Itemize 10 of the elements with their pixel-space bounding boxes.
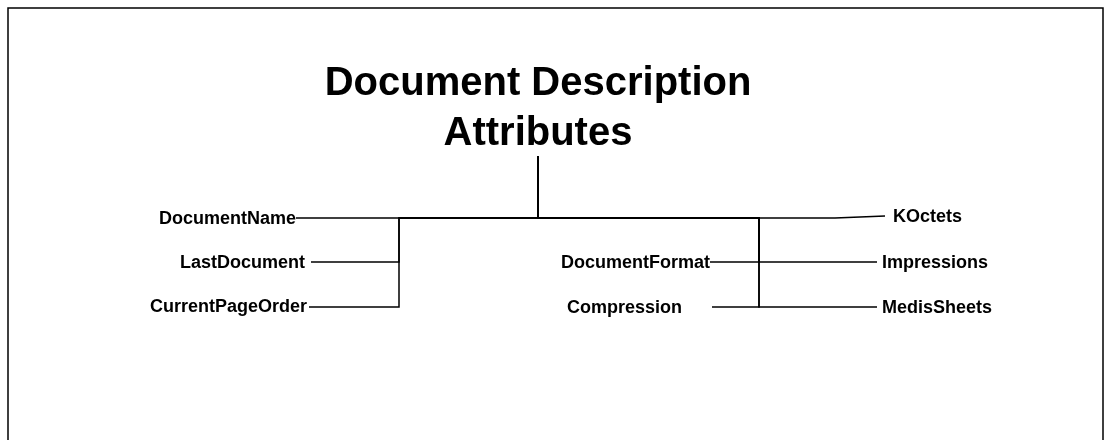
attribute-name: CurrentPageOrder: [149, 296, 307, 316]
tree-root-heading: Document Description Attributes: [324, 59, 752, 153]
tree-connector: [537, 155, 878, 308]
attribute-name: MedisSheets: [882, 297, 993, 317]
attribute-name: Compression: [566, 297, 682, 317]
attribute-name: DocumentFormat: [561, 252, 710, 272]
attribute-name: DocumentName: [158, 208, 296, 228]
attribute-name: Impressions: [882, 252, 989, 272]
attribute-name: KOctets: [893, 206, 963, 226]
attribute-name: LastDocument: [180, 252, 305, 272]
